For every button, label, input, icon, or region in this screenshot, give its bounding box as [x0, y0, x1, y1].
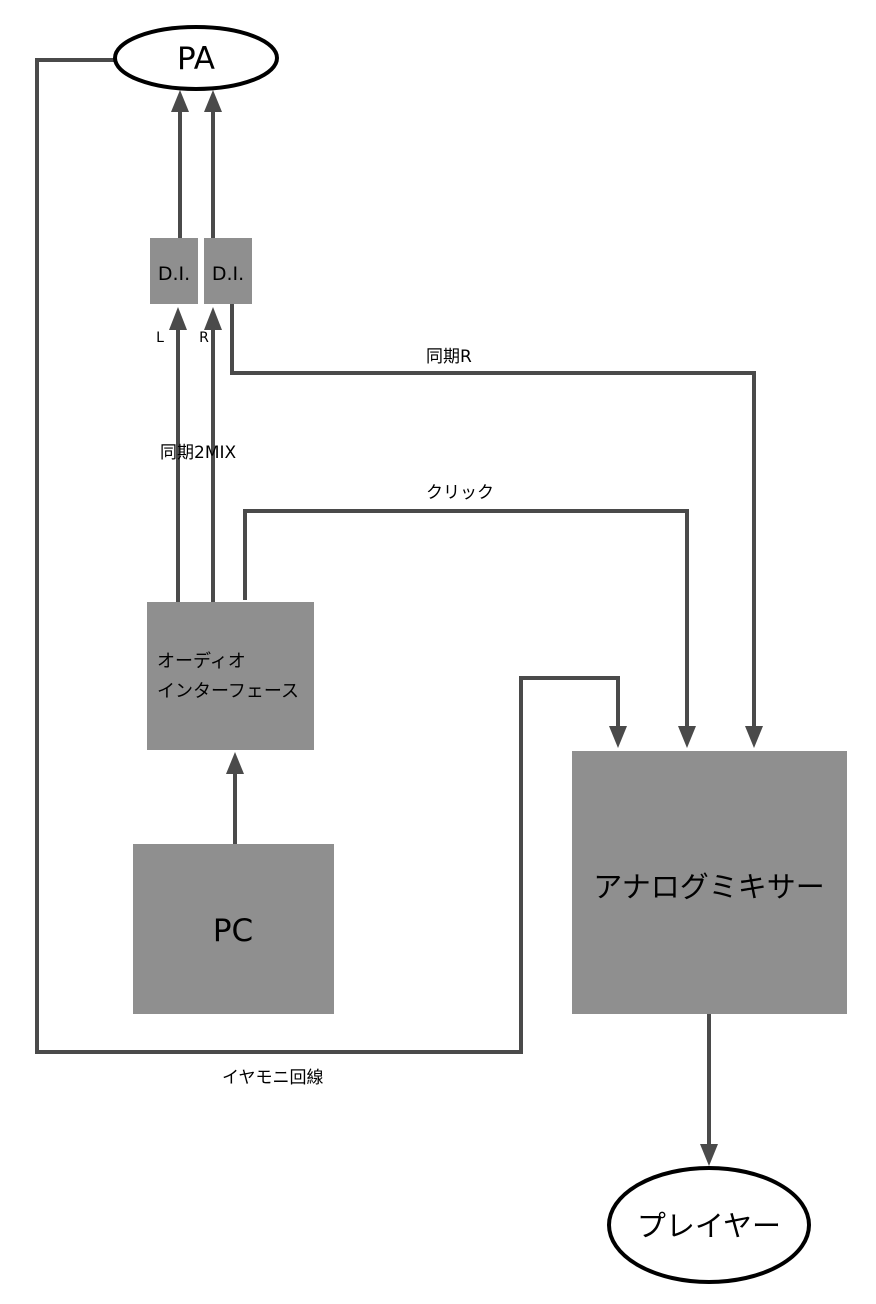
audio-interface-label-line2: インターフェース — [157, 681, 299, 702]
right-channel-label: R — [199, 330, 209, 346]
sync-r-arrowhead — [745, 726, 763, 748]
sync-r-label: 同期R — [426, 347, 472, 367]
audio-interface-label-line1: オーディオ — [157, 651, 246, 672]
left-channel-label: L — [156, 330, 164, 346]
di-left-label: D.I. — [158, 263, 190, 285]
pa-label: PA — [177, 41, 215, 77]
mixer-to-player-arrowhead — [700, 1144, 718, 1166]
in-ear-monitor-wire — [35, 58, 620, 1054]
pa-node — [113, 25, 279, 91]
di-left-to-pa-arrowhead — [171, 90, 189, 112]
pc-to-interface-arrowhead — [226, 752, 244, 774]
di-right-to-pa-arrowhead — [204, 90, 222, 112]
player-label: プレイヤー — [637, 1209, 781, 1243]
click-arrowhead — [678, 726, 696, 748]
analog-mixer-label: アナログミキサー — [593, 870, 824, 904]
click-wire — [243, 509, 689, 728]
sync-2mix-label: 同期2MIX — [160, 443, 236, 463]
interface-to-di-left-arrowhead — [169, 307, 187, 330]
interface-to-di-right-arrowhead — [204, 307, 222, 330]
in-ear-monitor-label: イヤモニ回線 — [222, 1068, 324, 1088]
analog-mixer-box — [572, 751, 847, 1014]
sync-r-wire — [230, 304, 756, 728]
di-right-box — [204, 238, 252, 304]
in-ear-monitor-arrowhead — [609, 726, 627, 748]
di-right-label: D.I. — [212, 263, 244, 285]
audio-interface-box — [147, 602, 314, 750]
pc-label: PC — [213, 913, 253, 949]
click-label: クリック — [426, 483, 494, 503]
di-left-box — [150, 238, 198, 304]
pc-box — [133, 844, 334, 1014]
player-node — [607, 1166, 811, 1284]
